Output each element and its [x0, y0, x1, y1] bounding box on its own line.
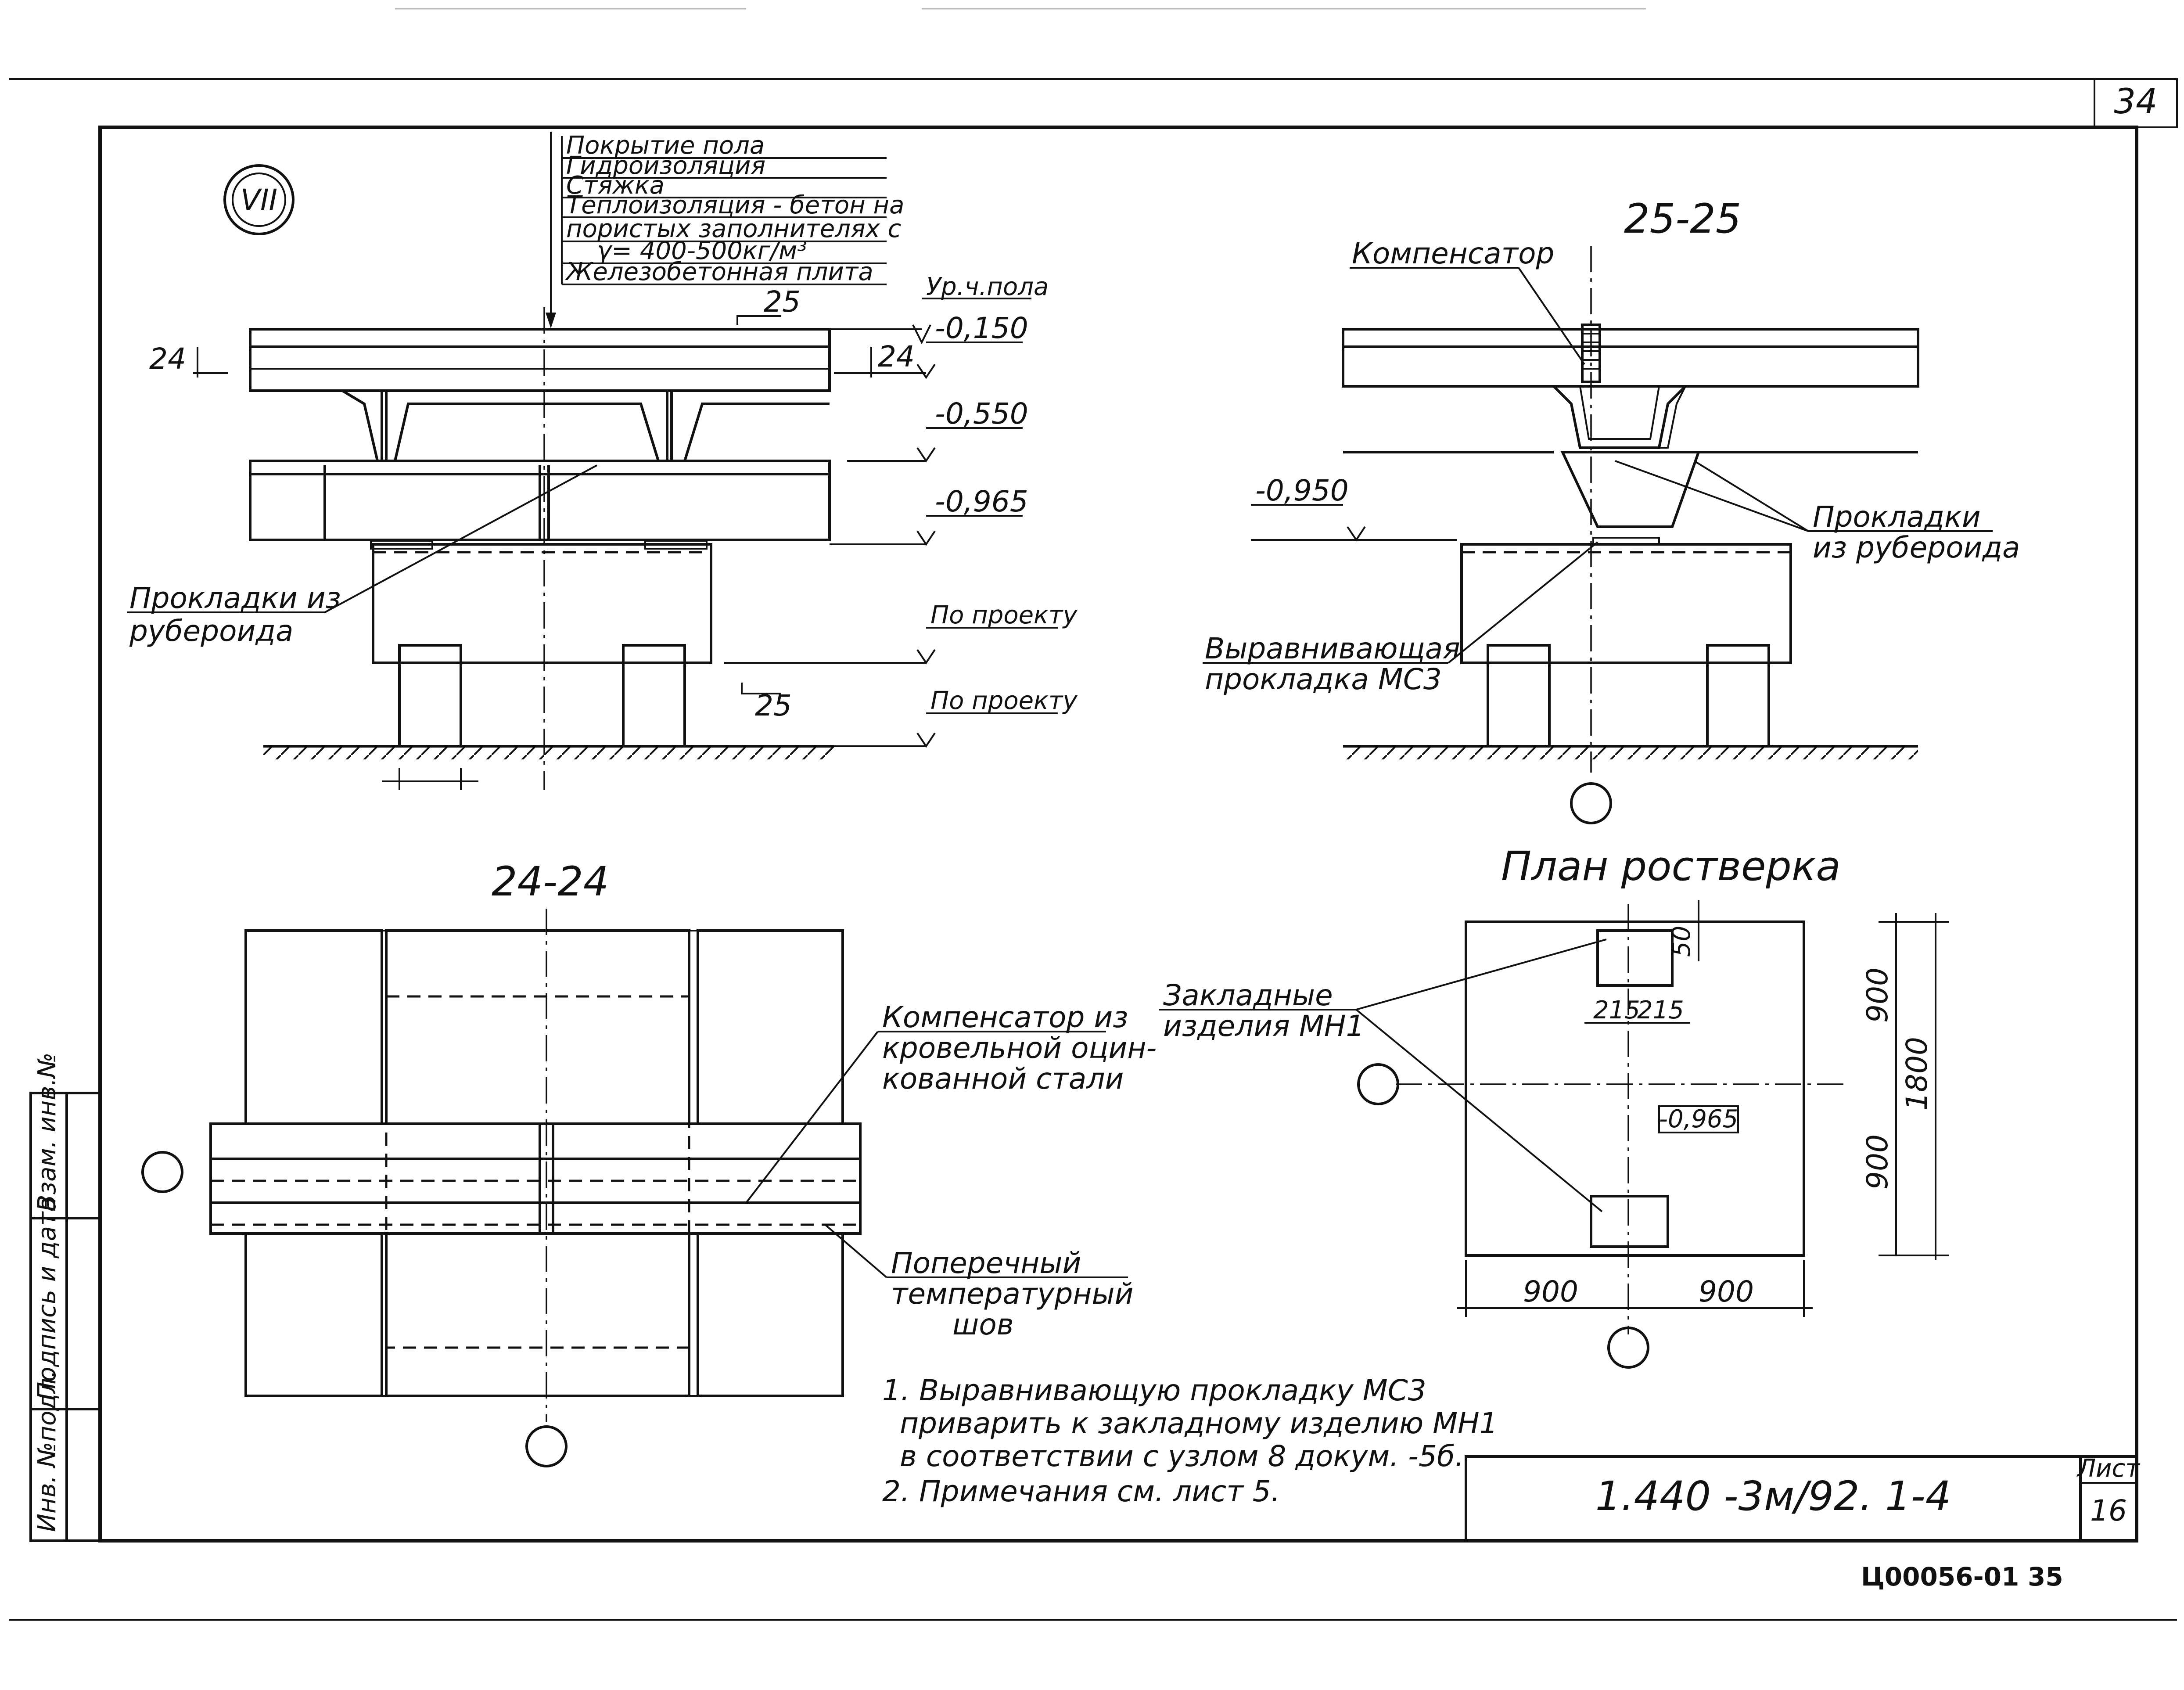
left-elevation: Ур.ч.пола -0,150 -0,550 -0,965 По проект… [127, 273, 1078, 790]
stamp-replace-inv: Взам. инв.№ [33, 1053, 61, 1212]
layer-insulation-density: γ= 400-500кг/м³ [597, 237, 807, 265]
layer-insulation-1: Теплоизоляция - бетон на [566, 191, 904, 219]
seam-label-3: шов [952, 1308, 1014, 1341]
pads-label-left-1: Прокладки из [129, 581, 341, 615]
embedded-label-1: Закладные [1163, 978, 1333, 1012]
sheet-number-top: 34 [2114, 82, 2157, 122]
document-number: 1.440 -3м/92. 1-4 [1595, 1473, 1951, 1520]
grillage-level: -0,965 [1659, 1105, 1739, 1133]
dim-1800: 1800 [1900, 1037, 1934, 1111]
side-stamp: Инв. №подл. Подпись и дата Взам. инв.№ [29, 1053, 101, 1542]
seam-label-2: температурный [891, 1277, 1134, 1311]
section-25-25: 25-25 Компенсатор -0,950 Прокладки [1203, 195, 2020, 824]
dim-215-b: 215 [1637, 996, 1684, 1025]
dim-900-bottom: 900 [1861, 1134, 1894, 1190]
layer-rc-slab: Железобетонная плита [565, 258, 873, 286]
section-25-title: 25-25 [1624, 195, 1741, 242]
dim-900-right: 900 [1699, 1275, 1754, 1309]
leveling-pad-label-2: прокладка МС3 [1205, 662, 1442, 696]
layer-floor-cover: Покрытие пола [566, 131, 765, 160]
layer-waterproofing: Гидроизоляция [566, 151, 765, 180]
title-block: 1.440 -3м/92. 1-4 Лист 16 [1465, 1454, 2140, 1542]
seam-label-1: Поперечный [891, 1246, 1081, 1280]
cut-tag-right: 24 [878, 340, 915, 374]
pads-label-right-2: из рубероида [1813, 531, 2020, 565]
grillage-title: План ростверка [1501, 843, 1841, 890]
plan-24-title: 24-24 [492, 858, 609, 905]
node-marker-label: VII [241, 183, 277, 217]
layer-screed: Стяжка [566, 171, 665, 200]
comp-plan-label-3: кованной стали [882, 1062, 1124, 1096]
note-1-line-2: приварить к закладному изделию МН1 [900, 1406, 1498, 1440]
section-tag-25-top: 25 [764, 285, 801, 319]
notes: 1. Выравнивающую прокладку МС3 приварить… [882, 1374, 1498, 1508]
sheet-label: Лист [2076, 1454, 2140, 1483]
dim-215-a: 215 [1593, 996, 1640, 1025]
sheet-value: 16 [2090, 1494, 2127, 1528]
note-2: 2. Примечания см. лист 5. [882, 1474, 1280, 1508]
compensator-label: Компенсатор [1352, 237, 1554, 270]
dim-900-top: 900 [1861, 967, 1894, 1023]
section-tag-25-bottom: 25 [755, 689, 792, 723]
pads-label-left-2: рубероида [129, 614, 294, 648]
level-minus-0950: -0,950 [1255, 474, 1349, 507]
level-minus-0550: -0,550 [935, 397, 1028, 431]
stamp-inv-no: Инв. №подл. [33, 1370, 61, 1532]
dim-900-left: 900 [1523, 1275, 1578, 1309]
note-1-line-1: 1. Выравнивающую прокладку МС3 [882, 1374, 1426, 1407]
cut-tag-left: 24 [149, 342, 186, 376]
comp-plan-label-2: кровельной оцин- [882, 1031, 1157, 1065]
stamp-sign-date: Подпись и дата [33, 1197, 61, 1400]
sheet-frame: 34 [9, 8, 2178, 1621]
by-project-1: По проекту [930, 601, 1078, 629]
note-1-line-3: в соответствии с узлом 8 докум. -5б. [900, 1439, 1464, 1473]
by-project-2: По проекту [930, 687, 1078, 715]
level-minus-0965: -0,965 [935, 485, 1028, 518]
grillage-plan: План ростверка -0,965 50 215 215 900 900… [1159, 843, 1949, 1369]
layer-callout: Покрытие пола Гидроизоляция Стяжка Тепло… [546, 131, 904, 328]
layer-insulation-2: пористых заполнителях с [566, 215, 902, 243]
level-minus-0150: -0,150 [935, 311, 1028, 345]
level-floor-mark: Ур.ч.пола [926, 273, 1049, 301]
plan-24-24: 24-24 Компенсатор из кровельной оцин- ко… [141, 858, 1157, 1467]
comp-plan-label-1: Компенсатор из [882, 1000, 1128, 1034]
leveling-pad-label-1: Выравнивающая [1205, 632, 1460, 665]
embedded-label-2: изделия МН1 [1163, 1009, 1365, 1043]
pads-label-right-1: Прокладки [1813, 500, 1981, 534]
dim-50: 50 [1667, 926, 1696, 957]
bottom-page-number: 35 [2028, 1562, 2063, 1592]
bottom-code: Ц00056-01 [1861, 1562, 2019, 1592]
node-marker: VII [223, 164, 295, 235]
